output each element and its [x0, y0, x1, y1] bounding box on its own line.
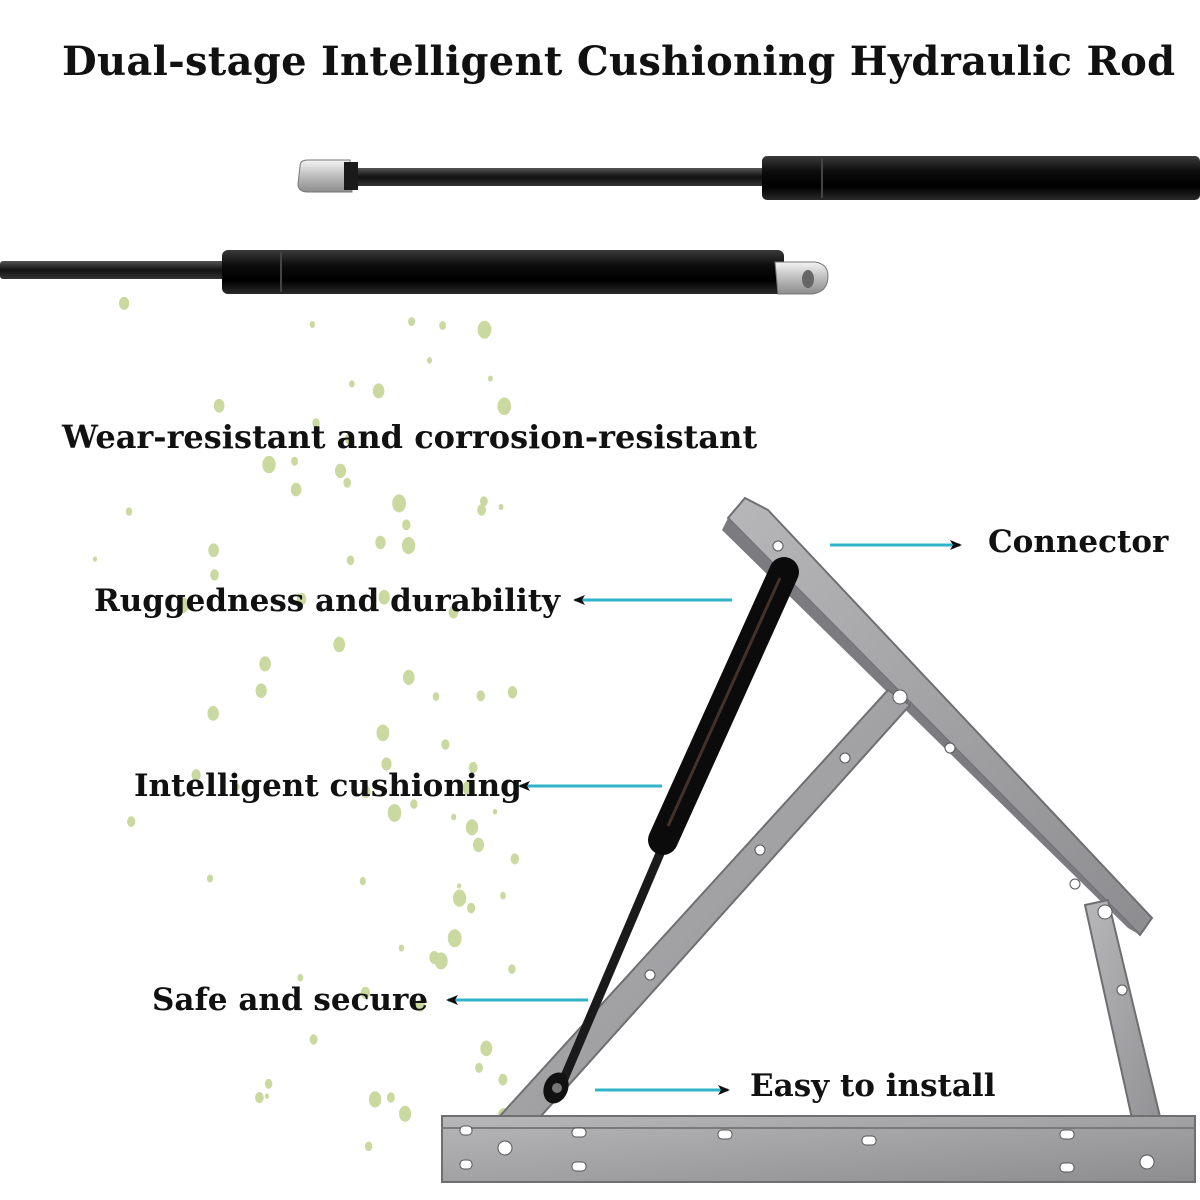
speckle-dot — [309, 321, 316, 328]
speckle-dot — [360, 986, 371, 999]
speckle-dot — [392, 494, 406, 513]
speckle-dot — [206, 874, 214, 883]
speckle-dot — [497, 397, 512, 416]
speckle-dot — [312, 418, 320, 428]
gas-spring-top — [297, 156, 1200, 200]
speckle-dot — [498, 1073, 508, 1086]
speckle-dot — [127, 816, 136, 827]
speckle-dot — [372, 383, 385, 399]
speckle-dot — [333, 636, 346, 653]
speckle-dot — [290, 482, 302, 497]
speckle-dot — [415, 999, 425, 1012]
speckle-dot — [334, 463, 347, 478]
speckle-dot — [378, 589, 390, 605]
speckle-dot — [343, 477, 352, 488]
speckle-dot — [119, 296, 130, 310]
speckle-dot — [210, 569, 219, 581]
speckle-dot — [359, 877, 366, 886]
speckle-dot — [381, 757, 392, 771]
speckle-dot — [125, 507, 133, 516]
speckle-dot — [368, 1091, 382, 1108]
feature-connector: Connector — [988, 524, 1169, 560]
speckle-dot — [510, 853, 519, 865]
speckle-dot — [500, 891, 506, 900]
speckle-dot — [399, 1105, 412, 1122]
speckle-dot — [403, 669, 415, 686]
speckle-dot — [468, 761, 478, 774]
speckle-dot — [375, 535, 386, 550]
speckle-dot — [255, 1092, 264, 1104]
speckle-dot — [349, 380, 355, 388]
speckle-dot — [410, 799, 418, 809]
speckle-dot — [262, 455, 276, 474]
speckle-dot — [213, 398, 225, 413]
speckle-dot — [264, 1078, 273, 1089]
speckle-dot — [451, 813, 457, 821]
speckle-dot — [462, 780, 475, 796]
gas-spring-bottom — [0, 250, 829, 295]
speckle-dot — [439, 321, 446, 330]
speckle-dot — [432, 692, 440, 701]
speckle-dot — [448, 605, 459, 619]
speckle-dot — [386, 1092, 395, 1103]
speckle-dot — [447, 929, 462, 948]
feature-ruggedness: Ruggedness and durability — [94, 583, 561, 619]
speckle-dot — [457, 883, 462, 889]
speckle-dot — [234, 783, 240, 791]
speckle-dot — [297, 973, 304, 982]
speckle-dot — [480, 496, 488, 507]
speckle-dot — [259, 656, 271, 672]
speckle-dot — [265, 1093, 269, 1099]
gas-spring-mounted — [543, 557, 799, 1104]
speckle-dot — [361, 785, 371, 798]
speckle-dot — [191, 769, 201, 782]
feature-intelligent-cushioning: Intelligent cushioning — [134, 768, 522, 804]
speckle-dot — [475, 1062, 483, 1073]
feature-wear-resistant: Wear-resistant and corrosion-resistant — [62, 418, 758, 456]
speckle-dot — [376, 724, 390, 742]
speckle-dot — [398, 944, 405, 952]
speckle-dot — [476, 690, 485, 702]
speckle-dot — [507, 686, 518, 699]
speckle-dot — [498, 503, 504, 511]
speckle-dot — [176, 597, 189, 614]
speckle-dot — [473, 837, 484, 853]
speckle-dot — [364, 1141, 373, 1152]
speckle-dot — [508, 964, 516, 974]
callout-arrows — [446, 540, 962, 1095]
speckle-dot — [387, 804, 402, 822]
speckle-dot — [453, 889, 467, 907]
speckle-dot — [477, 504, 486, 516]
speckle-dot — [465, 819, 479, 836]
speckle-dot — [492, 808, 498, 815]
speckle-dot — [309, 1034, 318, 1045]
feature-safe-secure: Safe and secure — [152, 982, 429, 1018]
feature-easy-install: Easy to install — [750, 1068, 996, 1104]
speckle-dot — [346, 555, 355, 566]
speckle-dot — [467, 902, 476, 914]
speckle-dot — [488, 375, 493, 382]
speckle-dot — [345, 433, 354, 445]
speckle-dot — [402, 537, 416, 555]
speckle-dot — [92, 556, 98, 562]
speckle-dot — [408, 317, 416, 327]
speckle-dot — [441, 739, 450, 750]
speckle-dot — [296, 592, 307, 606]
speckle-dot — [477, 320, 492, 339]
speckle-dot — [480, 1040, 493, 1057]
speckle-dot — [291, 456, 299, 466]
speckle-dot — [255, 683, 267, 698]
product-title: Dual-stage Intelligent Cushioning Hydrau… — [62, 38, 1176, 85]
speckle-dot — [402, 519, 411, 531]
speckle-dot — [429, 951, 440, 964]
speckle-dot — [208, 543, 219, 558]
speckle-dot — [426, 357, 433, 364]
speckle-dot — [207, 706, 219, 721]
